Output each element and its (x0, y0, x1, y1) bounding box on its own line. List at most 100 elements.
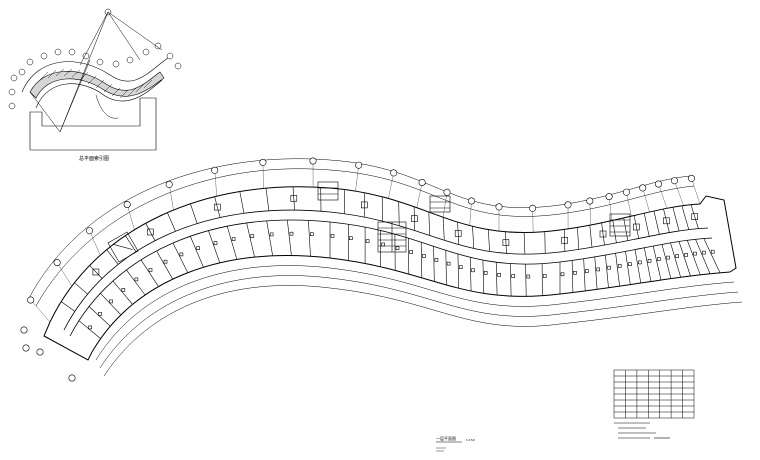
room-fixture (147, 228, 154, 236)
room-partition (100, 293, 122, 316)
room-partition (633, 215, 639, 239)
grid-bubble (390, 169, 398, 177)
room-partition (605, 255, 609, 288)
drawing-title: 一层平面图 (436, 435, 456, 441)
key-plan: 总平面索引图 (8, 8, 182, 162)
room-fixture (148, 268, 153, 272)
room-fixture (617, 264, 622, 268)
room-partition (308, 220, 311, 257)
room-partition (703, 238, 721, 273)
core-stair-west (107, 231, 139, 263)
grid-line (608, 196, 612, 221)
grid-bubble (86, 227, 94, 235)
south-rooms (78, 219, 721, 339)
room-fixture (458, 265, 463, 270)
room-partition (589, 225, 593, 248)
room-fixture (289, 231, 294, 236)
room-partition (226, 226, 238, 260)
room-fixture (309, 232, 314, 236)
room-partition (577, 227, 580, 250)
room-fixture (596, 267, 601, 272)
room-fixture (269, 232, 274, 237)
room-partition (643, 213, 650, 237)
room-partition (615, 253, 620, 287)
room-fixture (710, 249, 715, 254)
room-fixture (214, 203, 221, 211)
grid-bubble (211, 166, 219, 174)
room-fixture (647, 258, 652, 263)
key-plan-caption: 总平面索引图 (79, 155, 109, 162)
room-fixture (395, 246, 400, 250)
grid-line (626, 192, 632, 217)
grid-bubble (467, 197, 475, 205)
room-partition (265, 188, 270, 211)
grid-line (262, 162, 264, 189)
main-floor-plan (20, 157, 743, 382)
grid-line (56, 262, 73, 287)
room-fixture (98, 312, 102, 316)
grid-line (658, 183, 668, 209)
grid-line (532, 208, 534, 233)
core-stair-northwest (317, 181, 339, 201)
room-fixture (656, 257, 661, 261)
room-fixture (88, 325, 92, 330)
room-partition (445, 250, 447, 286)
room-partition (625, 251, 631, 285)
room-partition (663, 208, 670, 233)
key-plan-building-inner (35, 79, 163, 109)
room-partition (505, 231, 507, 254)
key-plan-hatch (39, 68, 153, 99)
room-fixture (411, 215, 418, 222)
core-stair-northeast (429, 195, 451, 213)
room-fixture (633, 223, 640, 231)
room-fixture (511, 274, 516, 278)
grid-bubble (355, 161, 363, 169)
grid-bubble (20, 326, 28, 334)
room-fixture (502, 239, 510, 246)
room-partition (125, 235, 137, 252)
east-end-wall (699, 195, 737, 273)
room-fixture (434, 258, 439, 262)
room-partition (172, 242, 189, 273)
room-fixture (560, 272, 565, 277)
grid-bubble (586, 197, 594, 205)
corridor-line-1 (63, 209, 709, 331)
room-partition (74, 282, 88, 295)
grid-line (89, 230, 101, 256)
room-partition (612, 220, 617, 243)
grid-bubble (418, 179, 426, 187)
room-fixture (92, 268, 100, 276)
room-fixture (446, 261, 451, 266)
room-fixture (348, 236, 353, 240)
room-partition (623, 217, 629, 241)
room-fixture (684, 253, 688, 257)
room-fixture (675, 254, 679, 258)
grid-line (355, 165, 359, 192)
grid-line (127, 204, 135, 230)
core-stair-center (377, 221, 407, 253)
room-fixture (231, 237, 236, 241)
room-partition (695, 239, 711, 274)
room-partition (428, 211, 430, 236)
room-partition (106, 249, 119, 265)
outer-grid-arc-2 (35, 168, 695, 307)
room-fixture (561, 237, 568, 244)
room-fixture (163, 259, 168, 264)
grid-bubble (639, 184, 647, 192)
key-plan-building-outer (21, 57, 169, 93)
room-fixture (134, 277, 139, 282)
room-partition (672, 207, 680, 232)
grid-bubble (309, 157, 317, 165)
room-partition (214, 196, 221, 218)
room-partition (287, 219, 292, 256)
room-partition (266, 220, 273, 256)
room-fixture (637, 260, 642, 265)
room-fixture (454, 230, 462, 237)
room-partition (670, 242, 681, 278)
building-south-wall (91, 255, 731, 353)
room-partition (525, 264, 527, 297)
room-partition (89, 265, 103, 279)
north-rooms (61, 186, 699, 312)
room-partition (469, 257, 472, 292)
